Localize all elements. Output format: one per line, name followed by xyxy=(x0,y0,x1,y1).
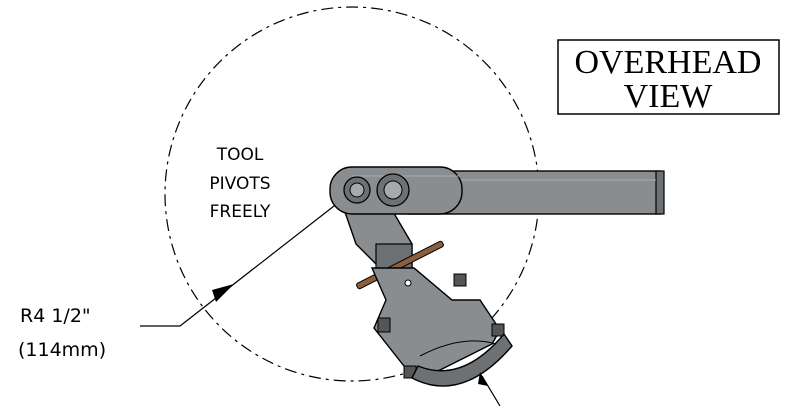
pivot-note-line-3: FREELY xyxy=(210,202,271,222)
dimension-arrowhead xyxy=(212,284,234,302)
pivot-note-line-2: PIVOTS xyxy=(209,174,270,194)
bottom-leader xyxy=(478,372,501,406)
title-line-2: VIEW xyxy=(624,78,714,115)
pivot-bolt-icon xyxy=(343,176,371,204)
dimension-leader xyxy=(140,191,353,327)
dimension-line-1: R4 1/2" xyxy=(20,305,91,327)
title-line-1: OVERHEAD xyxy=(575,44,762,81)
clamp-bolt-icon xyxy=(376,173,410,207)
tube-arc xyxy=(419,340,497,357)
clamp-pin-icon xyxy=(404,279,412,287)
dimension-line-2: (114mm) xyxy=(18,339,106,361)
clamp-jaw xyxy=(411,332,513,387)
title-box xyxy=(557,39,780,115)
pivot-note-line-1: TOOL xyxy=(216,145,264,165)
